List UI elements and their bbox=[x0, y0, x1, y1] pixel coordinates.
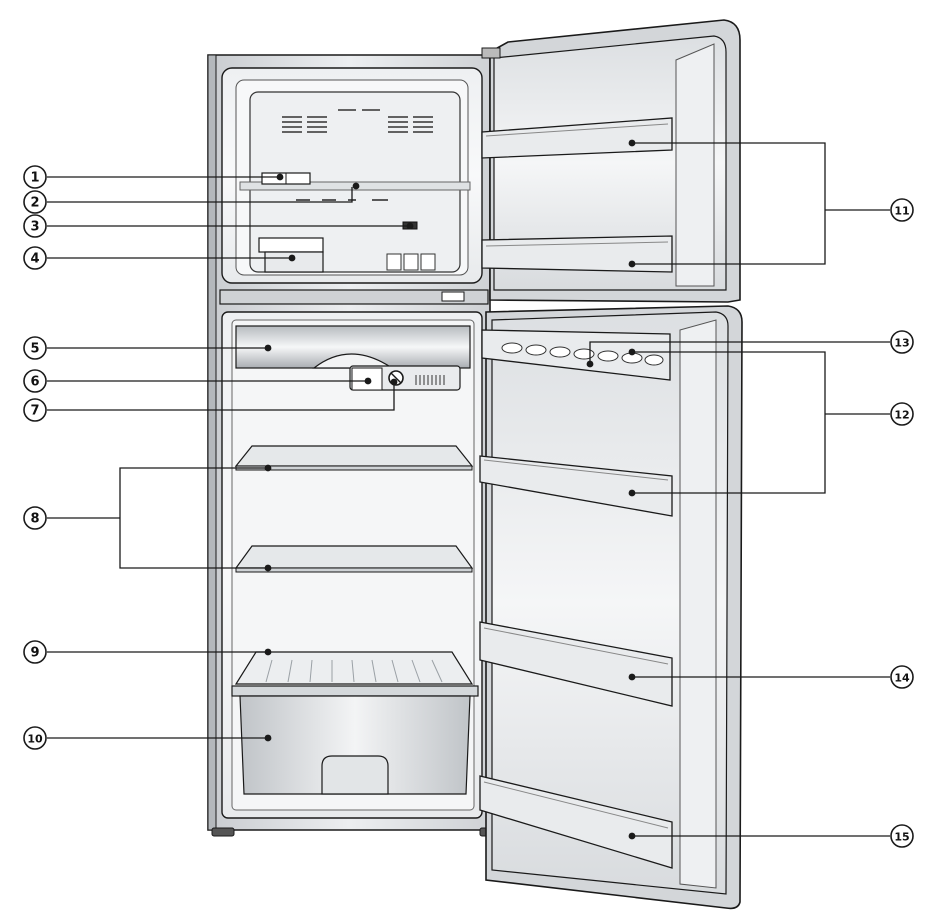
door-switch bbox=[441, 291, 465, 302]
callout-11: 11 bbox=[890, 198, 914, 222]
leader-dots bbox=[264, 139, 636, 840]
callout-2-number: 2 bbox=[30, 196, 39, 211]
fridge-door-inner bbox=[491, 311, 729, 895]
callout-1-number: 1 bbox=[30, 171, 39, 186]
ice-bin-lid bbox=[258, 237, 324, 253]
dot-2 bbox=[352, 182, 360, 190]
dot-5 bbox=[264, 344, 272, 352]
freezer-door-bin-1 bbox=[481, 117, 673, 159]
callout-6-number: 6 bbox=[30, 375, 39, 390]
fridge-door-bin-1 bbox=[479, 455, 673, 517]
dot-13 bbox=[586, 360, 594, 368]
leader-line-8-bracket bbox=[119, 467, 268, 569]
freezer-hinge bbox=[481, 47, 501, 59]
foot-left bbox=[211, 827, 235, 837]
dot-11a bbox=[628, 139, 636, 147]
fridge-shelf-1 bbox=[234, 445, 474, 471]
dot-8b bbox=[264, 564, 272, 572]
leader-lines bbox=[47, 142, 890, 837]
callout-7: 7 bbox=[23, 398, 47, 422]
leader-line-12-bracket bbox=[632, 351, 826, 494]
freezer-door bbox=[481, 19, 741, 303]
dot-15 bbox=[628, 832, 636, 840]
callout-9-number: 9 bbox=[30, 646, 39, 661]
dot-11b bbox=[628, 260, 636, 268]
freezer-vents bbox=[282, 109, 433, 133]
callout-2: 2 bbox=[23, 190, 47, 214]
dot-8a bbox=[264, 464, 272, 472]
callout-14: 14 bbox=[890, 665, 914, 689]
crisper-drawer bbox=[231, 685, 479, 795]
callout-12-number: 12 bbox=[894, 409, 909, 422]
dot-4 bbox=[288, 254, 296, 262]
callout-8: 8 bbox=[23, 506, 47, 530]
callout-5: 5 bbox=[23, 336, 47, 360]
dot-9 bbox=[264, 648, 272, 656]
control-vents bbox=[415, 375, 445, 385]
leader-line-7 bbox=[47, 382, 395, 411]
callout-15-number: 15 bbox=[894, 831, 909, 844]
dot-1 bbox=[276, 173, 284, 181]
callout-4: 4 bbox=[23, 246, 47, 270]
fridge-shelf-2 bbox=[234, 545, 474, 573]
freezer-door-inner bbox=[493, 35, 727, 291]
callout-10: 10 bbox=[23, 726, 47, 750]
leader-line-11-bracket bbox=[632, 142, 826, 265]
callout-11-number: 11 bbox=[894, 205, 909, 218]
callout-6: 6 bbox=[23, 369, 47, 393]
callout-13-number: 13 bbox=[894, 337, 909, 350]
callout-15: 15 bbox=[890, 824, 914, 848]
dot-7 bbox=[390, 378, 398, 386]
cabinet bbox=[207, 54, 501, 837]
freezer-door-bin-2 bbox=[481, 235, 673, 273]
dot-6 bbox=[364, 377, 372, 385]
dot-3 bbox=[406, 222, 414, 230]
callout-markers: 1 2 3 4 5 6 7 8 9 10 11 12 13 14 15 bbox=[23, 165, 914, 848]
callout-14-number: 14 bbox=[894, 672, 910, 685]
leader-line-13 bbox=[589, 341, 890, 364]
callout-9: 9 bbox=[23, 640, 47, 664]
callout-3-number: 3 bbox=[30, 220, 39, 235]
callout-8-number: 8 bbox=[30, 512, 39, 527]
ice-bin bbox=[264, 251, 324, 273]
freezer-bottom-vents bbox=[386, 253, 436, 271]
divider-strip bbox=[219, 289, 489, 305]
dot-12b bbox=[628, 489, 636, 497]
fridge-door bbox=[479, 305, 743, 910]
callout-7-number: 7 bbox=[30, 404, 39, 419]
dot-12a bbox=[628, 348, 636, 356]
leader-line-2 bbox=[47, 187, 353, 203]
fridge-door-bin-2 bbox=[479, 621, 673, 707]
callout-4-number: 4 bbox=[30, 252, 39, 267]
callout-5-number: 5 bbox=[30, 342, 39, 357]
callout-3: 3 bbox=[23, 214, 47, 238]
callout-13: 13 bbox=[890, 330, 914, 354]
fridge-door-bin-3 bbox=[479, 775, 673, 869]
callout-10-number: 10 bbox=[27, 733, 43, 746]
callout-12: 12 bbox=[890, 402, 914, 426]
callout-1: 1 bbox=[23, 165, 47, 189]
dot-10 bbox=[264, 734, 272, 742]
cabinet-left-edge bbox=[207, 54, 217, 831]
crisper-cover bbox=[234, 651, 474, 685]
dot-14 bbox=[628, 673, 636, 681]
